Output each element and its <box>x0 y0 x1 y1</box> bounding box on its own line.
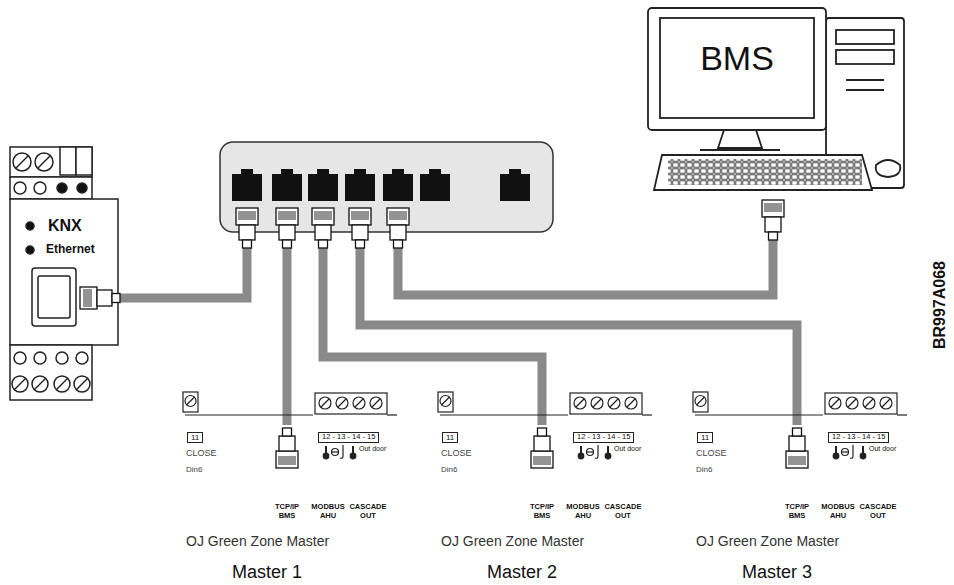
terminal-numbers: 12 - 13 - 14 - 15 <box>828 432 889 443</box>
port-label: CASCADE OUT <box>347 503 389 520</box>
port-label: MODBUS AHU <box>563 503 603 520</box>
port-label: TCP/IP BMS <box>524 503 560 520</box>
port-label: CASCADE OUT <box>602 503 644 520</box>
product-name: OJ Green Zone Master <box>441 533 584 549</box>
zone-master: 11CLOSE Din6 12 - 13 - 14 - 15 Out doorTCP/… <box>185 425 400 585</box>
master-caption: Master 2 <box>487 562 557 582</box>
terminal-label: CLOSE <box>696 448 727 458</box>
screen-label: BMS <box>660 39 814 78</box>
sensor-label: Out door <box>869 445 896 453</box>
computer <box>648 8 904 190</box>
port-label: MODBUS AHU <box>308 503 348 520</box>
input-label: Din6 <box>696 465 712 474</box>
master-caption: Master 1 <box>232 562 302 582</box>
port-label: TCP/IP BMS <box>779 503 815 520</box>
terminal-numbers: 12 - 13 - 14 - 15 <box>573 432 634 443</box>
bms-computer: BMS <box>645 8 907 240</box>
terminal-label: CLOSE <box>186 448 217 458</box>
knx-gateway: KNX Ethernet <box>10 147 120 400</box>
sensor-label: Out door <box>614 445 641 453</box>
product-name: OJ Green Zone Master <box>696 533 839 549</box>
port-label: TCP/IP BMS <box>269 503 305 520</box>
ethernet-cable <box>120 232 247 298</box>
input-label: Din6 <box>186 465 202 474</box>
device-label: Ethernet <box>46 243 95 257</box>
terminal-number: 11 <box>442 432 458 443</box>
terminal-number: 11 <box>697 432 713 443</box>
product-name: OJ Green Zone Master <box>186 533 329 549</box>
ethernet-cable <box>398 232 773 295</box>
ethernet-cable <box>283 232 292 425</box>
sensor-label: Out door <box>359 445 386 453</box>
terminal-number: 11 <box>187 432 203 443</box>
terminal-label: CLOSE <box>441 448 472 458</box>
zone-master: 11CLOSE Din6 12 - 13 - 14 - 15 Out doorTCP/… <box>440 425 655 585</box>
knx-module <box>10 147 118 400</box>
input-label: Din6 <box>441 465 457 474</box>
master-caption: Master 3 <box>742 562 812 582</box>
network-switch <box>220 142 553 232</box>
zone-master: 11CLOSE Din6 12 - 13 - 14 - 15 Out doorTCP/… <box>695 425 910 585</box>
port-label: CASCADE OUT <box>857 503 899 520</box>
device-label: KNX <box>48 217 82 235</box>
port-label: MODBUS AHU <box>818 503 858 520</box>
figure-code: BR997A068 <box>931 261 949 349</box>
terminal-numbers: 12 - 13 - 14 - 15 <box>318 432 379 443</box>
